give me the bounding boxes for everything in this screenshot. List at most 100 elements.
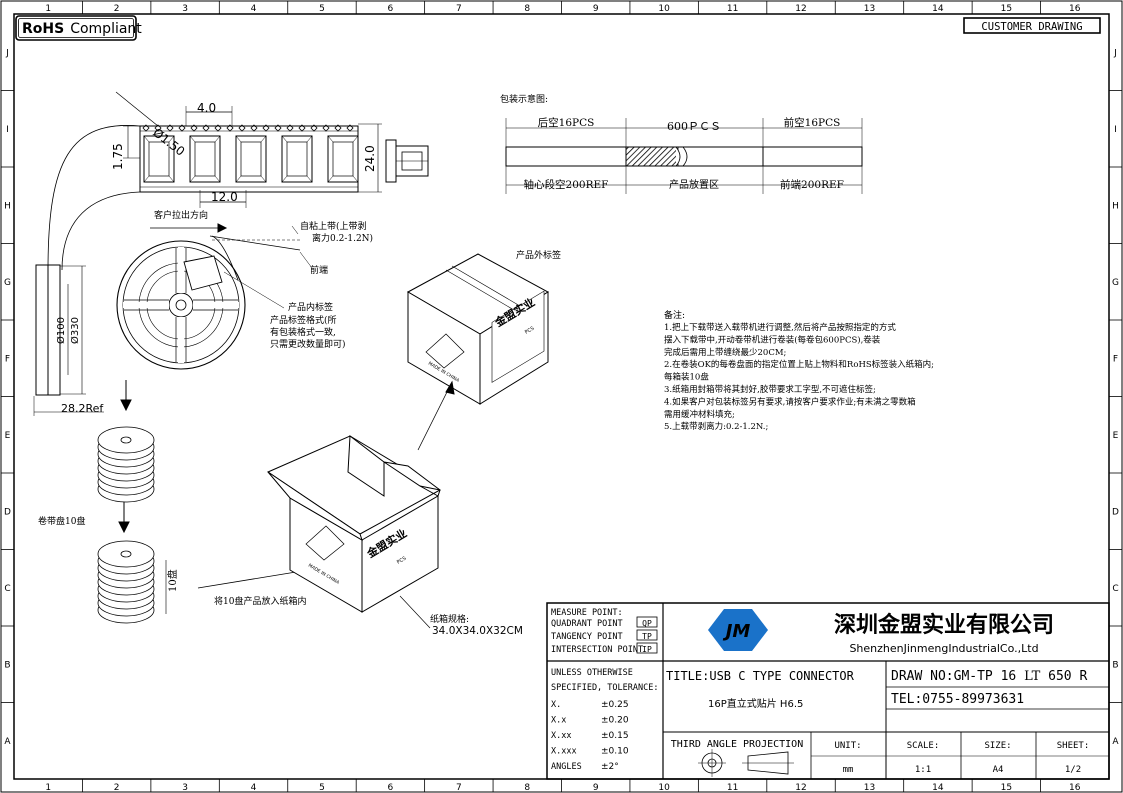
note-line: 需用缓冲材料填充; [664,409,735,420]
note-line: 完成后需用上带缠绕最少20CM; [664,347,786,358]
unit-value: mm [843,765,854,775]
company-logo: JM [708,609,768,651]
column-label: 5 [319,783,325,793]
measure-point-code: QP [642,619,652,628]
front-label: 前端 [310,264,328,276]
row-label: H [4,201,11,211]
tolerance-value: ±0.10 [601,747,629,757]
column-label: 2 [114,783,120,793]
row-label: J [1113,48,1117,58]
column-label: 14 [932,4,944,14]
ten-reels-label: 卷带盘10盘 [38,515,85,527]
row-label: E [1113,431,1119,441]
label-format-2: 有包装格式一致, [270,326,336,338]
box-qty-closed: PCS [524,326,535,336]
self-tape-label-1: 自粘上带(上带剥 [300,220,367,232]
unit-label: UNIT: [834,741,861,751]
column-label: 1 [45,783,51,793]
tolerance-key: X.xxx [551,747,577,757]
dim-tape-width: 24.0 [363,145,377,172]
column-label: 15 [1001,783,1012,793]
row-label: F [5,354,10,364]
column-label: 8 [524,783,530,793]
rohs-bold: RoHS [22,21,64,37]
axis-empty-label: 轴心段空200REF [524,178,609,191]
reel-stack-drawing [97,380,297,624]
column-label: 6 [388,783,394,793]
title-block [546,602,1110,780]
column-label: 16 [1069,4,1081,14]
rohs-rest: Compliant [70,21,142,37]
column-label: 12 [795,4,806,14]
note-line: 5.上载带剥离力:0.2-1.2N.; [664,421,768,432]
sheet-value: 1/2 [1065,765,1081,775]
company-name-cn: 深圳金盟实业有限公司 [834,612,1054,638]
box-qty-open: PCS [396,556,407,566]
tolerance-value: ±2° [601,762,619,772]
column-label: 7 [456,4,462,14]
outer-label-label: 产品外标签 [516,249,561,261]
drawing-title: TITLE:USB C TYPE CONNECTOR [666,669,855,683]
column-label: 13 [864,4,875,14]
note-line: 3.纸箱用封箱带将其封好,胶带要求工字型,不可遮住标签; [664,384,876,395]
rohs-badge: RoHS Compliant [15,15,142,41]
column-label: 11 [727,4,738,14]
closed-box-drawing [406,253,549,451]
row-label: I [6,125,9,135]
sheet-label: SHEET: [1057,741,1090,751]
front-empty-label: 前空16PCS [784,116,841,129]
box-spec-label-2: 34.0X34.0X32CM [432,625,523,637]
reel-drawing [33,223,313,416]
measure-point-code: IP [642,645,652,654]
row-label: D [1112,507,1119,517]
customer-drawing-badge: CUSTOMER DRAWING [963,17,1101,34]
column-label: 8 [524,4,530,14]
row-label: H [1112,201,1119,211]
row-label: A [1112,737,1119,747]
column-label: 13 [864,783,875,793]
back-empty-label: 后空16PCS [538,116,595,129]
pull-direction-label: 客户拉出方向 [154,209,208,221]
tolerance-key: ANGLES [551,762,582,772]
tolerance-key: X.x [551,716,566,726]
column-label: 1 [45,4,51,14]
front-end-label: 前端200REF [780,178,844,191]
column-label: 10 [658,4,670,14]
tolerance-key: X. [551,700,561,710]
note-line: 1.把上下载带送入载带机进行调整,然后将产品按照指定的方式 [664,322,896,333]
column-label: 5 [319,4,325,14]
column-label: 16 [1069,783,1081,793]
measure-point-code: TP [642,632,652,641]
packing-title: 包装示意图: [500,93,548,105]
column-label: 3 [182,783,188,793]
column-label: 4 [251,783,257,793]
scale-label: SCALE: [907,741,940,751]
company-name-en: ShenzhenJinmengIndustrialCo.,Ltd [849,642,1038,655]
column-label: 6 [388,4,394,14]
label-format-1: 产品标签格式(所 [270,314,337,326]
product-area-label: 产品放置区 [669,178,719,191]
telephone: TEL:0755-89973631 [891,692,1024,707]
open-box-drawing [266,435,442,629]
measure-point-name: QUADRANT POINT [551,619,623,629]
carrier-tape-view [47,91,429,271]
dim-ref-width: 28.2Ref [61,402,104,415]
column-label: 2 [114,4,120,14]
svg-text:JM: JM [723,621,751,642]
row-label: B [1112,660,1118,670]
projection-label: THIRD ANGLE PROJECTION [671,739,803,750]
measure-point-name: INTERSECTION POINT [551,645,643,655]
column-label: 12 [795,783,806,793]
note-line: 4.如果客户对包装标签另有要求,请按客户要求作业;有未满之零数箱 [664,396,916,407]
tolerance-value: ±0.20 [601,716,629,726]
dim-inner-diameter: Ø100 [55,317,67,344]
inner-label-label: 产品内标签 [288,301,333,313]
note-line: 摆入下载带中,开动卷带机进行卷装(每卷包600PCS),卷装 [664,334,881,345]
dim-pitch: 4.0 [197,101,216,115]
row-label: F [1113,354,1118,364]
dim-tape-height: 1.75 [111,143,125,170]
